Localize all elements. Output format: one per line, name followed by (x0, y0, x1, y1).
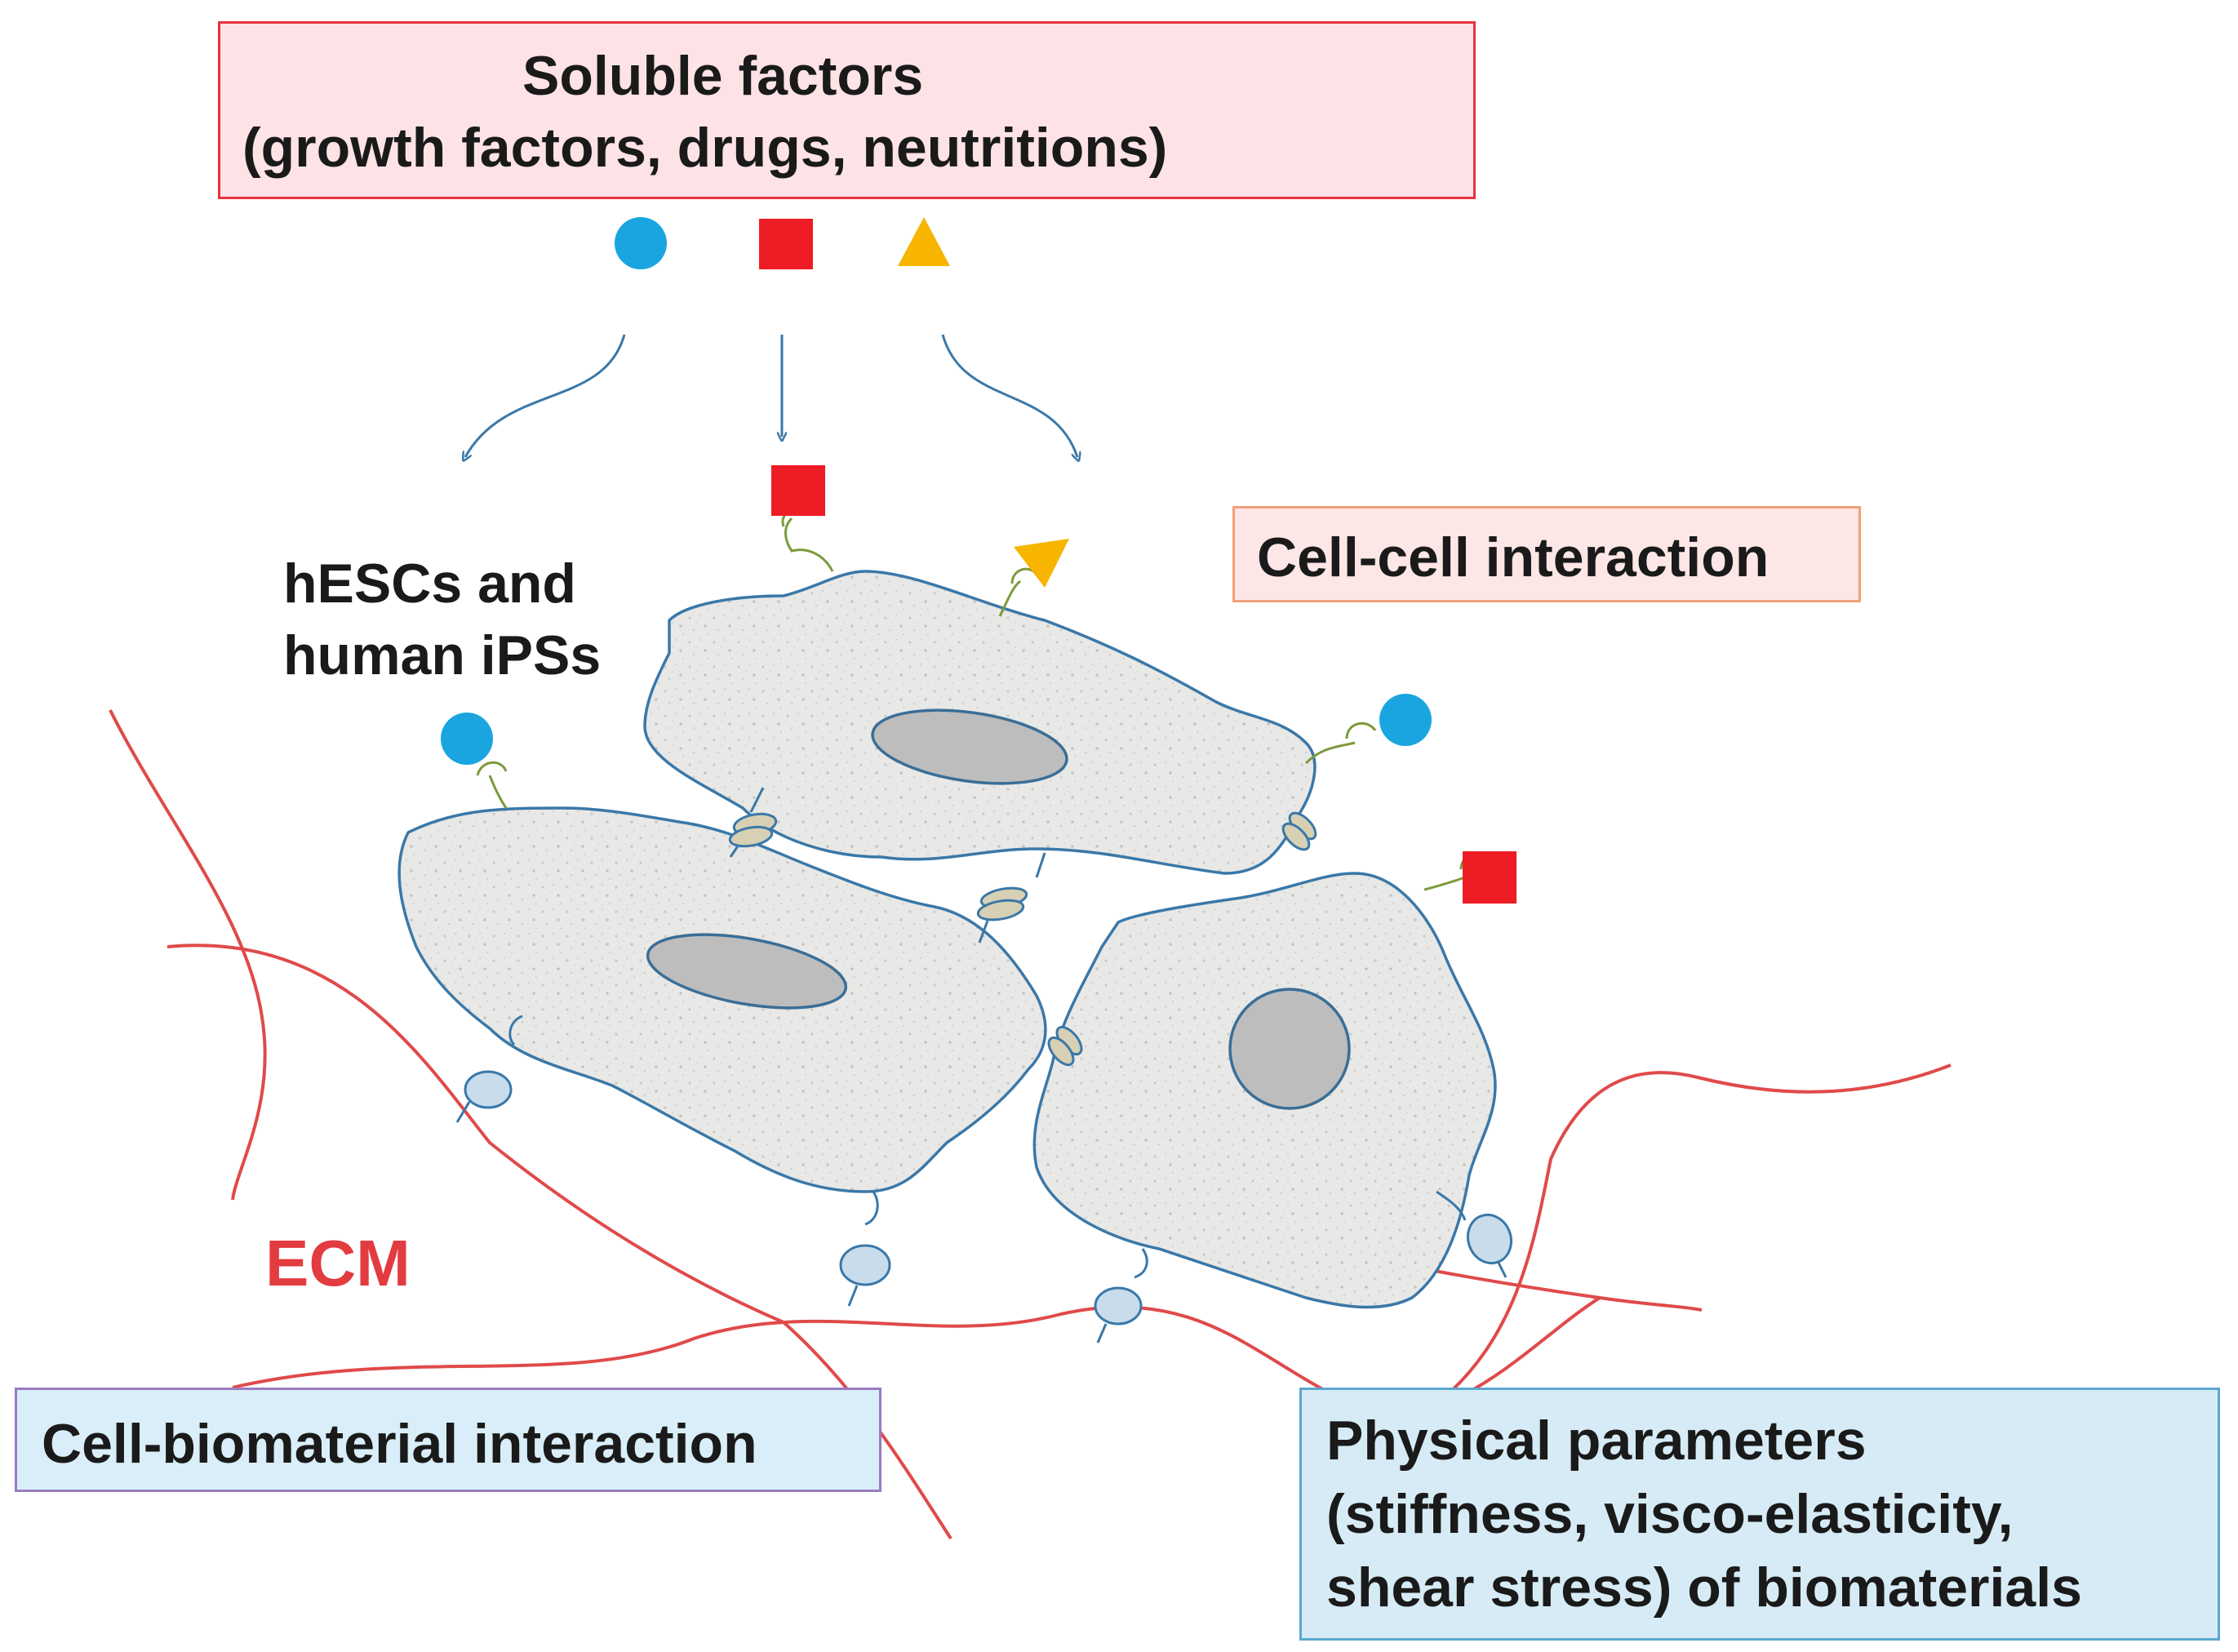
bound-square-icon (1463, 851, 1516, 904)
cell-cell-interaction-label: Cell-cell interaction (1257, 526, 1770, 588)
cell-left-nucleus (646, 933, 848, 1010)
integrins (455, 1015, 1512, 1343)
soluble-factors-title: Soluble factors (522, 45, 924, 107)
physical-parameters-box: Physical parameters (stiffness, visco-el… (1299, 1388, 2220, 1641)
cell-right (1032, 872, 1497, 1309)
receptor-right-square (1423, 876, 1466, 891)
receptor-left-circle (488, 775, 508, 809)
cell-type-label-line1: hESCs and (283, 553, 576, 615)
receptor-top-circle-cup (1345, 722, 1377, 739)
receptor-top-square (784, 517, 834, 572)
bound-circle-icon (1379, 694, 1432, 746)
bound-receptors (476, 508, 1489, 891)
factor-arrows (465, 334, 1077, 457)
cell-biomaterial-interaction-box: Cell-biomaterial interaction (15, 1388, 881, 1492)
ecm-fiber-1 (109, 709, 267, 1201)
physical-parameters-line3: shear stress) of biomaterials (1326, 1557, 2082, 1619)
square-factor-icon (759, 219, 813, 269)
cell-type-label-line2: human iPSs (283, 624, 602, 686)
cell-biomaterial-interaction-label: Cell-biomaterial interaction (42, 1413, 757, 1475)
soluble-factors-box: Soluble factors (growth factors, drugs, … (218, 21, 1476, 199)
cell-top-nucleus (871, 708, 1068, 785)
bound-factors (441, 465, 1516, 904)
triangle-factor-icon (898, 217, 950, 266)
arrow-right (941, 334, 1077, 457)
ecm-label: ECM (265, 1227, 411, 1299)
soluble-factor-icons (615, 217, 950, 269)
bound-triangle-icon (1014, 539, 1069, 588)
cell-junctions (728, 787, 1317, 1067)
cell-right-nucleus (1228, 988, 1351, 1110)
bound-square-icon (771, 465, 825, 516)
physical-parameters-line1: Physical parameters (1326, 1410, 1867, 1472)
ecm-fiber-5 (1435, 1064, 1952, 1406)
bound-circle-icon (441, 713, 493, 765)
cell-cell-interaction-box: Cell-cell interaction (1232, 506, 1861, 602)
receptor-left-circle-cup (476, 761, 508, 776)
receptor-top-triangle (998, 580, 1021, 617)
cell-left (397, 806, 1047, 1193)
physical-parameters-line2: (stiffness, visco-elasticity, (1326, 1483, 2014, 1545)
soluble-factors-subtitle: (growth factors, drugs, neutritions) (242, 117, 1168, 179)
receptor-top-circle (1304, 741, 1356, 765)
circle-factor-icon (615, 217, 667, 269)
arrow-left (465, 334, 626, 457)
